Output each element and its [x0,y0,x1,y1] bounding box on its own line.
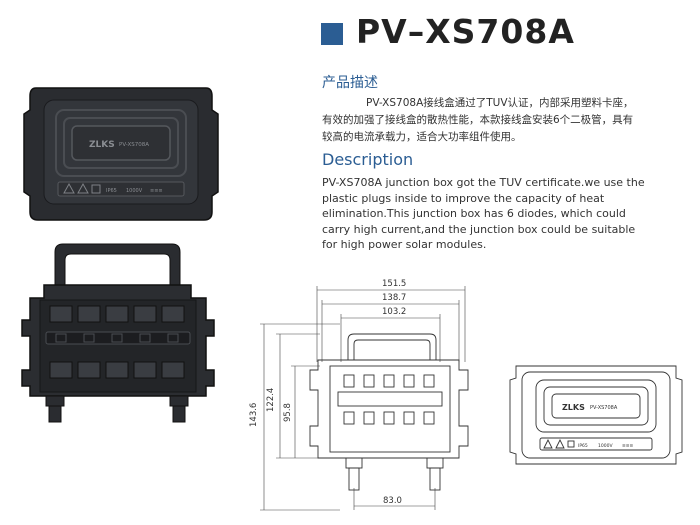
cn-description-heading: 产品描述 [322,75,378,91]
page-title: PV–XS708A [356,12,575,51]
dim-height-body: 122.4 [266,388,276,412]
junction-box-open-photo [21,243,215,423]
cable-connectors [45,395,189,423]
lid-certification-icons [63,182,101,194]
en-description-heading: Description [322,150,414,169]
lid-mark-ip: IP65 [106,188,117,194]
lid-drawing-mark-ip: IP65 [578,443,588,449]
lid-brand-text: ZLKS [89,140,115,150]
title-accent-square [321,23,343,45]
terminal-clips [49,305,185,379]
lid-drawing-mark-extra: ≡≡≡ [622,444,634,449]
cn-description-text: PV-XS708A接线盒通过了TUV认证，内部采用塑料卡座，有效的加强了接线盒的… [322,95,642,146]
dim-height-total: 143.6 [249,403,259,427]
lid-drawing-brand: ZLKS [562,403,585,412]
junction-box-lid-photo: ZLKS PV-XS708A IP65 1000V ≡≡≡ [23,87,219,221]
drawing-outline [309,333,469,491]
lid-mark-extra: ≡≡≡ [150,188,163,194]
lid-model-text: PV-XS708A [119,142,149,148]
dim-connector-spacing: 83.0 [383,496,402,506]
dim-width-inner: 103.2 [382,307,406,317]
lid-line-drawing: ZLKS PV-XS708A IP65 1000V ≡≡≡ [509,365,683,465]
dim-width-outer: 151.5 [382,279,406,289]
diode-strip [45,331,191,345]
dim-height-inner: 95.8 [283,403,293,422]
dimension-drawing: 151.5 138.7 103.2 143.6 122.4 95.8 83.0 [249,279,469,511]
dim-width-body: 138.7 [382,293,406,303]
lid-drawing-model: PV-XS708A [590,405,618,411]
lid-drawing-mark-voltage: 1000V [598,443,613,449]
en-description-text: PV-XS708A junction box got the TUV certi… [322,176,645,251]
lid-mark-voltage: 1000V [126,188,143,194]
cn-description-paragraph: PV-XS708A接线盒通过了TUV认证，内部采用塑料卡座，有效的加强了接线盒的… [322,97,634,143]
